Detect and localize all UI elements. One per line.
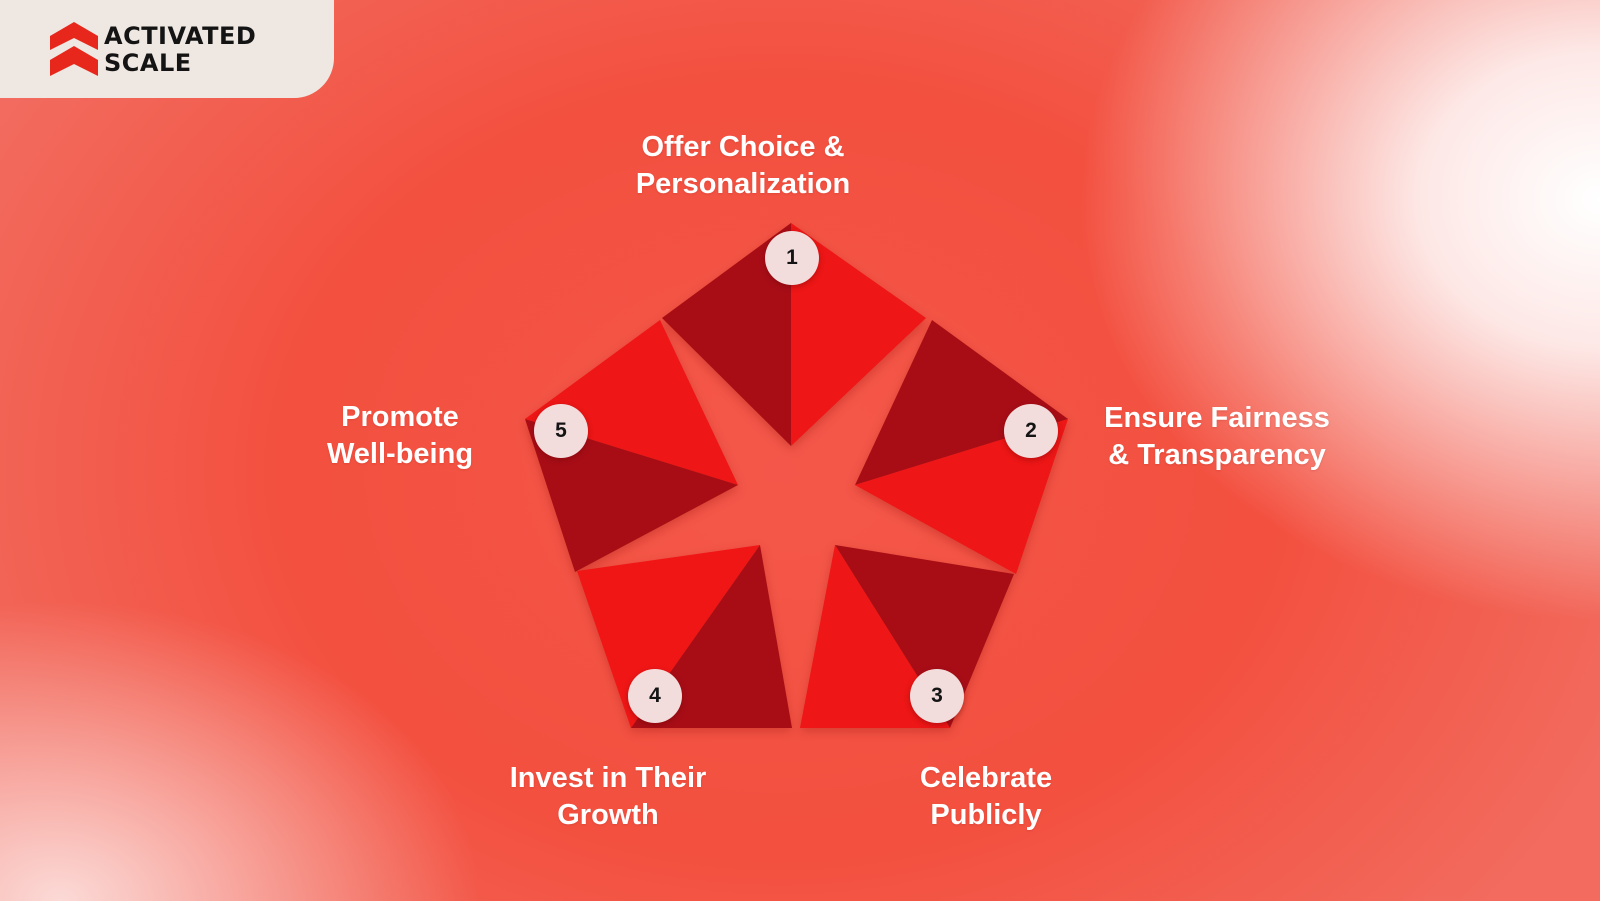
step-label-2-line2: & Transparency	[1108, 439, 1326, 471]
segment-3	[800, 545, 1014, 728]
segment-1	[662, 223, 926, 446]
step-label-4-line1: Invest in Their	[509, 762, 707, 794]
step-badge-1: 1	[765, 231, 819, 285]
brand-name-line2: SCALE	[104, 49, 192, 77]
step-label-3-line2: Publicly	[930, 799, 1042, 831]
step-badge-3: 3	[910, 669, 964, 723]
brand-name-line1: ACTIVATED	[104, 22, 257, 50]
step-label-1: Offer Choice & Personalization	[593, 129, 893, 203]
step-label-1-line1: Offer Choice &	[641, 131, 845, 163]
activated-scale-logo-icon	[50, 22, 98, 76]
segment-4	[577, 545, 792, 728]
step-label-5: Promote Well-being	[310, 399, 490, 473]
step-label-2-line1: Ensure Fairness	[1104, 402, 1330, 434]
brand-name: ACTIVATED SCALE	[104, 23, 256, 77]
step-badge-2: 2	[1004, 404, 1058, 458]
step-label-4-line2: Growth	[557, 799, 659, 831]
segment-5	[525, 320, 738, 572]
step-label-1-line2: Personalization	[635, 168, 851, 200]
step-label-4: Invest in Their Growth	[488, 760, 728, 834]
step-label-3-line1: Celebrate	[919, 762, 1053, 794]
segment-2	[855, 320, 1068, 574]
step-label-5-line2: Well-being	[326, 438, 474, 470]
step-label-3: Celebrate Publicly	[881, 760, 1091, 834]
step-label-2: Ensure Fairness & Transparency	[1082, 400, 1352, 474]
step-label-5-line1: Promote	[341, 401, 459, 433]
step-badge-5: 5	[534, 404, 588, 458]
logo-panel: ACTIVATED SCALE	[0, 0, 334, 98]
step-badge-4: 4	[628, 669, 682, 723]
